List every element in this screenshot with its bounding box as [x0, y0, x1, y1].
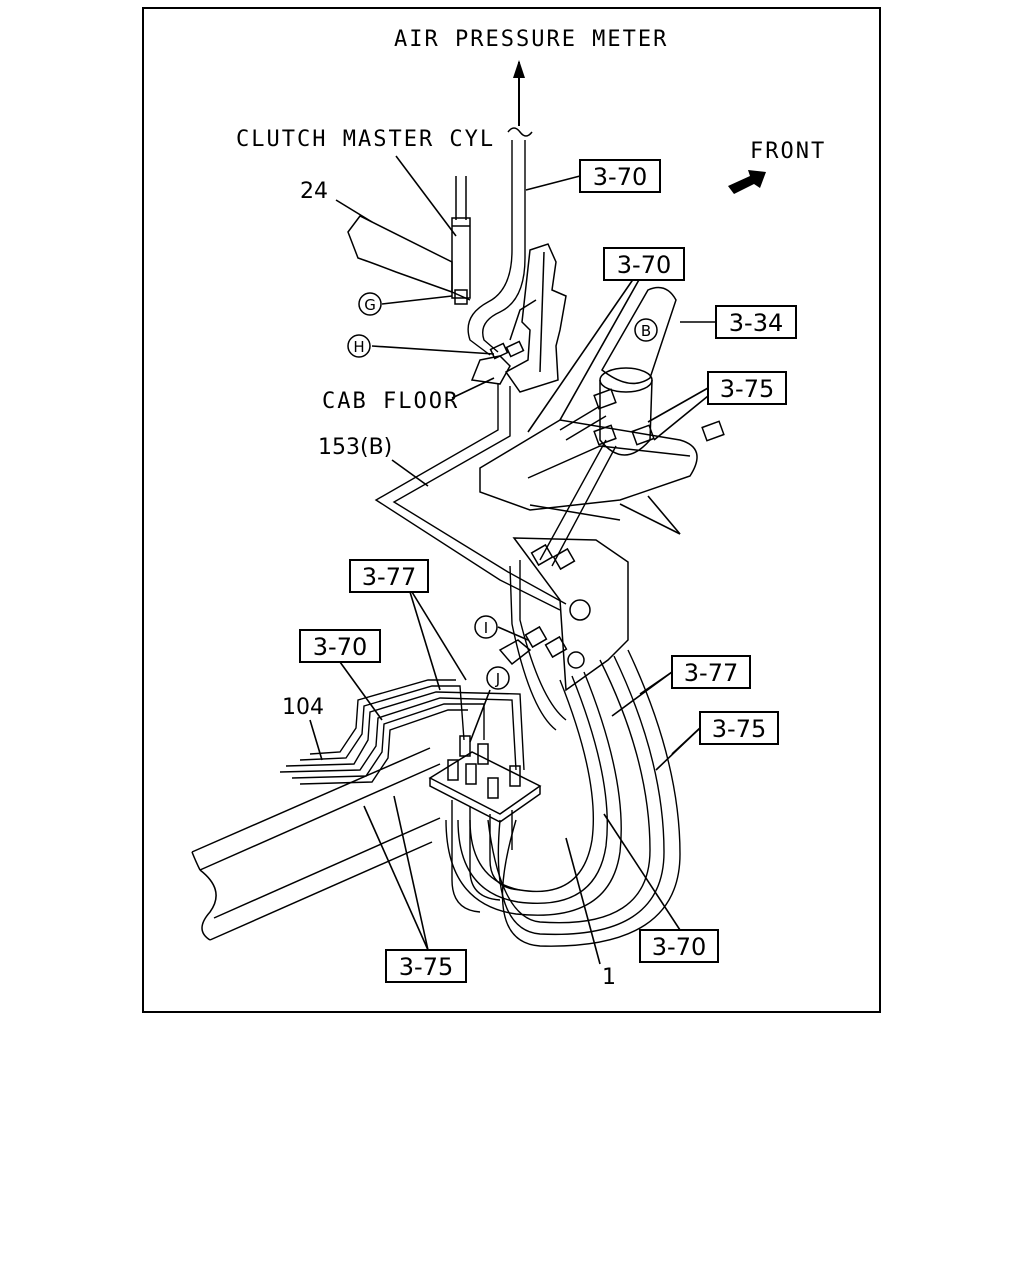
- clutch-pedal: [347, 215, 471, 301]
- junction-block: [428, 735, 542, 913]
- svg-text:3-75: 3-75: [712, 715, 766, 743]
- callout-i: I: [474, 615, 498, 639]
- cab-floor-bracket: [374, 243, 567, 611]
- svg-text:3-70: 3-70: [593, 163, 647, 191]
- ref-box-377-left: 3-77: [349, 559, 429, 593]
- svg-text:H: H: [353, 338, 364, 356]
- svg-text:3-77: 3-77: [362, 563, 416, 591]
- svg-text:J: J: [495, 670, 500, 688]
- ref-box-370-top: 3-70: [579, 159, 661, 193]
- front-arrow-icon: [728, 170, 766, 194]
- ref-box-334: 3-34: [715, 305, 797, 339]
- air-pressure-pipe: [467, 60, 533, 356]
- label-air-pressure-meter: AIR PRESSURE METER: [394, 27, 668, 52]
- label-clutch-master-cyl: CLUTCH MASTER CYL: [236, 127, 495, 152]
- valve-fittings: [539, 388, 725, 567]
- ref-box-375-bottom: 3-75: [385, 949, 467, 983]
- svg-text:I: I: [484, 619, 488, 637]
- callout-b: B: [634, 318, 658, 342]
- clutch-master-cylinder: [451, 176, 471, 305]
- ref-box-375-right: 3-75: [707, 371, 787, 405]
- part-number-1: 1: [602, 965, 616, 990]
- svg-text:3-70: 3-70: [313, 633, 367, 661]
- callout-h: H: [347, 334, 371, 358]
- svg-text:3-75: 3-75: [720, 375, 774, 403]
- part-number-24: 24: [300, 179, 328, 204]
- svg-text:3-75: 3-75: [399, 953, 453, 981]
- brake-valve-assembly: [479, 286, 698, 521]
- svg-text:G: G: [364, 296, 376, 314]
- label-front: FRONT: [750, 139, 826, 164]
- callout-g: G: [358, 292, 382, 316]
- callout-j: J: [486, 666, 510, 690]
- frame-rail: [191, 747, 441, 941]
- part-number-153b: 153(B): [318, 435, 392, 460]
- svg-text:B: B: [641, 322, 651, 340]
- loop-pipes: [445, 560, 681, 947]
- ref-box-370-bottom: 3-70: [639, 929, 719, 963]
- ref-box-370-left: 3-70: [299, 629, 381, 663]
- part-number-104: 104: [282, 695, 324, 720]
- leader-lines: [309, 155, 716, 965]
- diagram-frame: [142, 7, 881, 1013]
- ref-box-377-right: 3-77: [671, 655, 751, 689]
- svg-text:3-77: 3-77: [684, 659, 738, 687]
- svg-text:3-70: 3-70: [617, 251, 671, 279]
- ref-box-370-mid: 3-70: [603, 247, 685, 281]
- svg-text:3-70: 3-70: [652, 933, 706, 961]
- label-cab-floor: CAB FLOOR: [322, 389, 459, 414]
- center-bracket: [498, 537, 629, 692]
- ref-box-375-mid: 3-75: [699, 711, 779, 745]
- svg-text:3-34: 3-34: [729, 309, 783, 337]
